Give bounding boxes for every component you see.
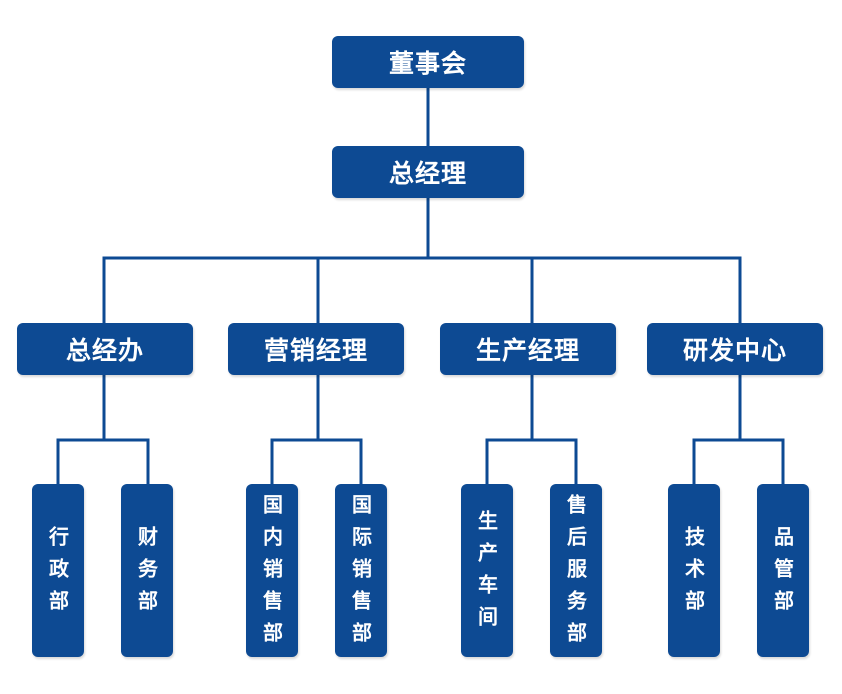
dept-node-sales-manager: 营销经理 — [228, 323, 404, 375]
dept-node-rd-center: 研发中心 — [647, 323, 823, 375]
general-manager-node: 总经理 — [332, 146, 524, 198]
unit-node-finance: 财务部 — [121, 484, 173, 657]
unit-node-quality: 品管部 — [757, 484, 809, 657]
dept-node-general-office: 总经办 — [17, 323, 193, 375]
unit-node-admin: 行政部 — [32, 484, 84, 657]
unit-node-after-sales: 售后服务部 — [550, 484, 602, 657]
dept-node-production-manager: 生产经理 — [440, 323, 616, 375]
unit-node-domestic-sales: 国内销售部 — [246, 484, 298, 657]
unit-node-workshop: 生产车间 — [461, 484, 513, 657]
unit-node-technology: 技术部 — [668, 484, 720, 657]
unit-node-international-sales: 国际销售部 — [335, 484, 387, 657]
board-node: 董事会 — [332, 36, 524, 88]
